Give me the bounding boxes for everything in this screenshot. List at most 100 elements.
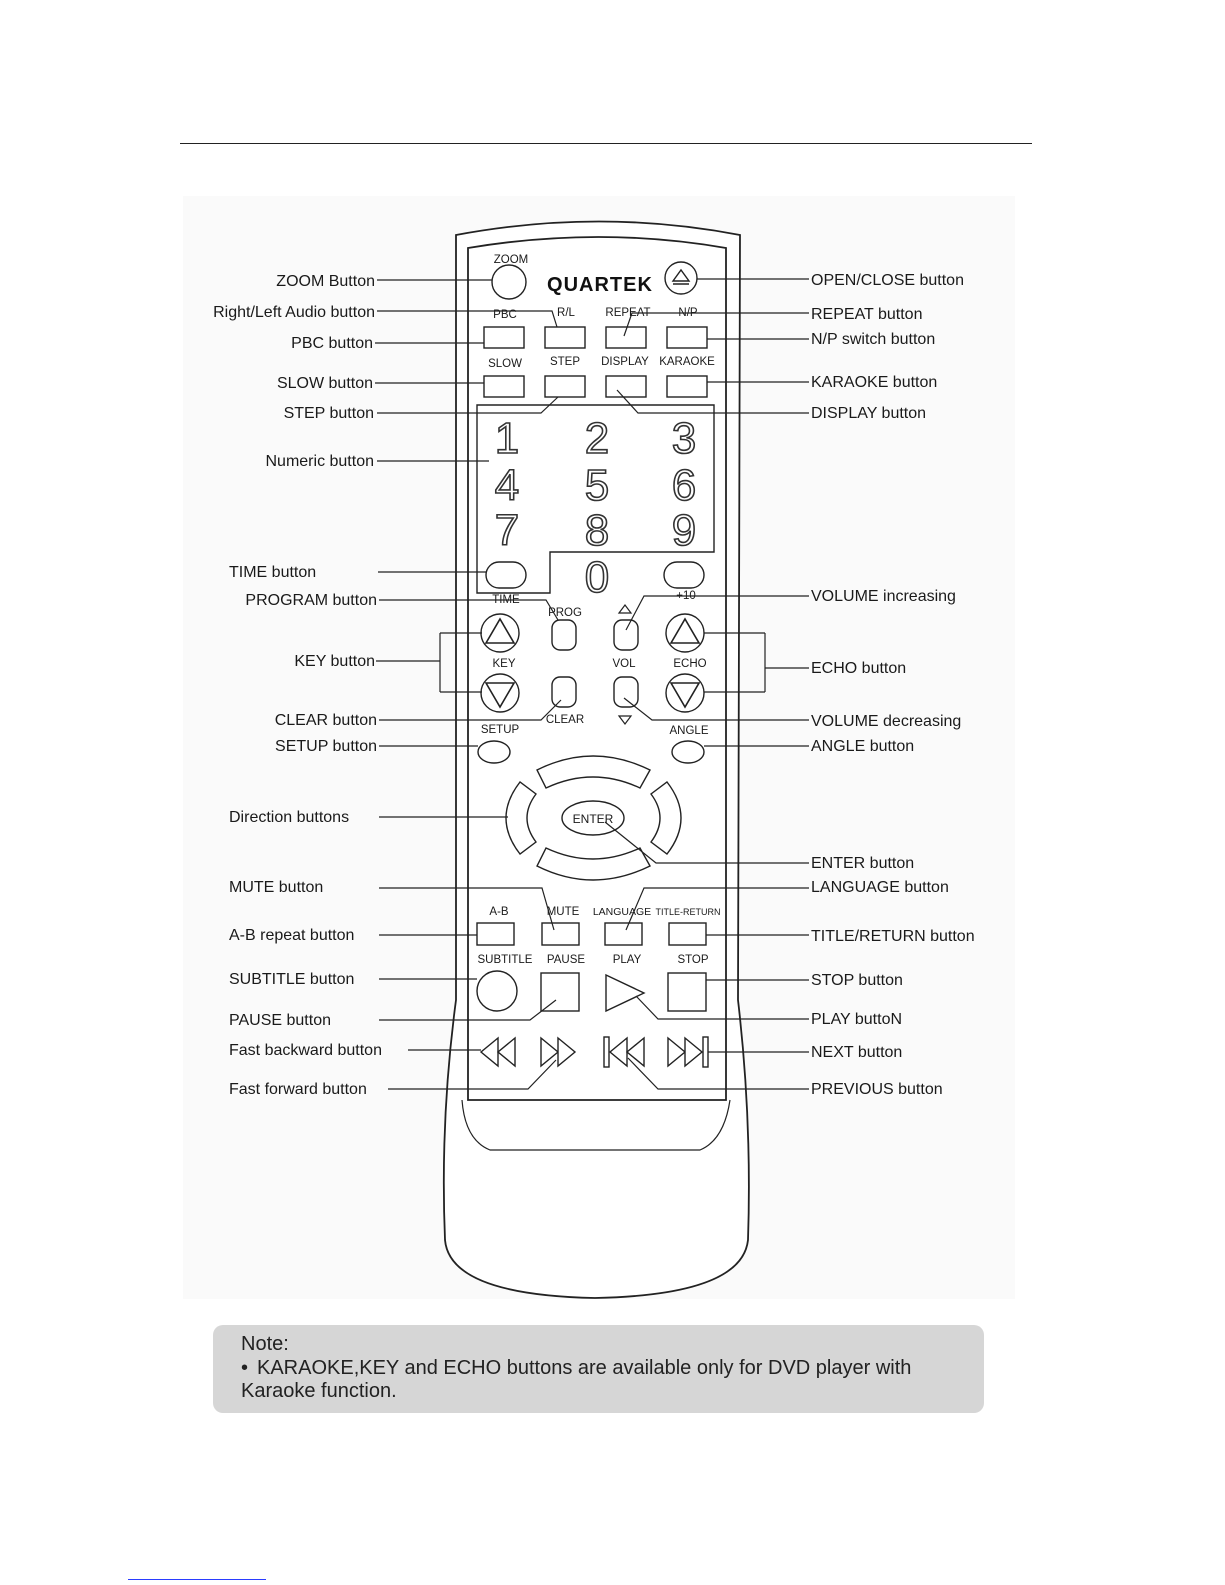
callout-ab: A-B repeat button — [229, 927, 354, 944]
next-button[interactable] — [667, 1036, 709, 1068]
step-button[interactable] — [544, 375, 586, 398]
numeric-button-4[interactable]: 4 — [494, 460, 520, 511]
enter-button[interactable] — [561, 800, 625, 836]
remote-inner-panel — [467, 236, 727, 1101]
np-button[interactable] — [666, 326, 708, 349]
header-rule — [180, 143, 1032, 144]
callout-clear: CLEAR button — [275, 712, 377, 729]
stop-label: STOP — [677, 954, 708, 966]
numeric-button-2[interactable]: 2 — [584, 413, 610, 464]
pause-button[interactable] — [540, 972, 580, 1012]
mute-button[interactable] — [541, 922, 580, 946]
pbc-button[interactable] — [483, 326, 525, 349]
prog-button[interactable] — [551, 619, 577, 651]
brand-logo: QUARTEK — [547, 274, 653, 296]
callout-language: LANGUAGE button — [811, 879, 949, 896]
clear-button[interactable] — [551, 676, 577, 708]
angle-label: ANGLE — [670, 725, 709, 737]
numeric-button-5[interactable]: 5 — [584, 460, 610, 511]
slow-label: SLOW — [488, 358, 522, 370]
time-button[interactable] — [485, 561, 527, 589]
callout-step: STEP button — [284, 405, 374, 422]
mute-label: MUTE — [547, 906, 580, 918]
callout-stop: STOP button — [811, 972, 903, 989]
numeric-button-1[interactable]: 1 — [494, 413, 520, 464]
ab-label: A-B — [489, 906, 509, 918]
numeric-button-6[interactable]: 6 — [671, 460, 697, 511]
karaoke-button[interactable] — [666, 375, 708, 398]
callout-key: KEY button — [294, 653, 375, 670]
numeric-button-9[interactable]: 9 — [671, 505, 697, 556]
note-title: Note: — [241, 1333, 289, 1355]
callout-program: PROGRAM button — [245, 592, 377, 609]
fast-backward-button[interactable] — [479, 1036, 516, 1068]
step-label: STEP — [550, 356, 580, 368]
numeric-button-0[interactable]: 0 — [584, 552, 610, 603]
stop-button[interactable] — [667, 972, 707, 1012]
callout-fast-back: Fast backward button — [229, 1042, 382, 1059]
direction-up-button[interactable] — [536, 755, 651, 789]
enter-label: ENTER — [573, 812, 614, 826]
language-button[interactable] — [604, 922, 643, 946]
callout-rl: Right/Left Audio button — [213, 304, 375, 321]
vol-label: VOL — [612, 658, 636, 670]
karaoke-label: KARAOKE — [659, 356, 715, 368]
vol-up-mark-icon — [617, 604, 633, 614]
callout-pbc: PBC button — [291, 335, 373, 352]
direction-down-button[interactable] — [536, 847, 651, 881]
callout-angle: ANGLE button — [811, 738, 914, 755]
rl-button[interactable] — [544, 326, 586, 349]
callout-fast-fwd: Fast forward button — [229, 1081, 367, 1098]
pbc-label: PBC — [493, 309, 517, 321]
callout-enter: ENTER button — [811, 855, 914, 872]
callout-karaoke: KARAOKE button — [811, 374, 937, 391]
remote-grip-line — [461, 1099, 731, 1151]
vol-up-button[interactable] — [613, 619, 639, 651]
leader-lines-right — [604, 278, 809, 1090]
callout-display: DISPLAY button — [811, 405, 926, 422]
open-close-button[interactable] — [664, 261, 698, 295]
direction-left-button[interactable] — [505, 781, 537, 855]
subtitle-label: SUBTITLE — [478, 954, 533, 966]
plus10-button[interactable] — [663, 561, 705, 589]
display-label: DISPLAY — [601, 356, 649, 368]
vol-down-button[interactable] — [613, 676, 639, 708]
numeric-button-8[interactable]: 8 — [584, 505, 610, 556]
language-label: LANGUAGE — [593, 906, 651, 918]
note-text: KARAOKE,KEY and ECHO buttons are availab… — [241, 1357, 912, 1402]
ab-button[interactable] — [476, 922, 515, 946]
callout-setup: SETUP button — [275, 738, 377, 755]
fast-forward-button[interactable] — [540, 1036, 577, 1068]
repeat-label: REPEAT — [605, 307, 650, 319]
echo-down-icon — [669, 682, 701, 709]
numeric-button-3[interactable]: 3 — [671, 413, 697, 464]
callout-repeat: REPEAT button — [811, 306, 922, 323]
slow-button[interactable] — [483, 375, 525, 398]
callout-next: NEXT button — [811, 1044, 902, 1061]
echo-up-icon — [669, 617, 701, 644]
key-label: KEY — [492, 658, 515, 670]
clear-label: CLEAR — [546, 714, 584, 726]
zoom-button[interactable] — [491, 264, 527, 300]
callout-echo: ECHO button — [811, 660, 906, 677]
numeric-button-7[interactable]: 7 — [494, 505, 520, 556]
title-return-label: TITLE-RETURN — [656, 907, 721, 917]
callout-subtitle: SUBTITLE button — [229, 971, 354, 988]
setup-button[interactable] — [477, 740, 511, 764]
title-return-button[interactable] — [668, 922, 707, 946]
callout-mute: MUTE button — [229, 879, 323, 896]
callout-open-close: OPEN/CLOSE button — [811, 272, 964, 289]
previous-button[interactable] — [603, 1036, 645, 1068]
note-bullet: • — [241, 1357, 249, 1379]
key-up-icon — [484, 617, 516, 644]
key-down-icon — [484, 682, 516, 709]
numeric-pad-outline — [476, 404, 715, 594]
subtitle-button[interactable] — [476, 970, 518, 1012]
play-button[interactable] — [605, 973, 646, 1013]
direction-right-button[interactable] — [650, 781, 682, 855]
display-button[interactable] — [605, 375, 647, 398]
repeat-button[interactable] — [605, 326, 647, 349]
callout-np: N/P switch button — [811, 331, 935, 348]
angle-button[interactable] — [671, 740, 705, 764]
callout-vol-down: VOLUME decreasing — [811, 713, 961, 730]
